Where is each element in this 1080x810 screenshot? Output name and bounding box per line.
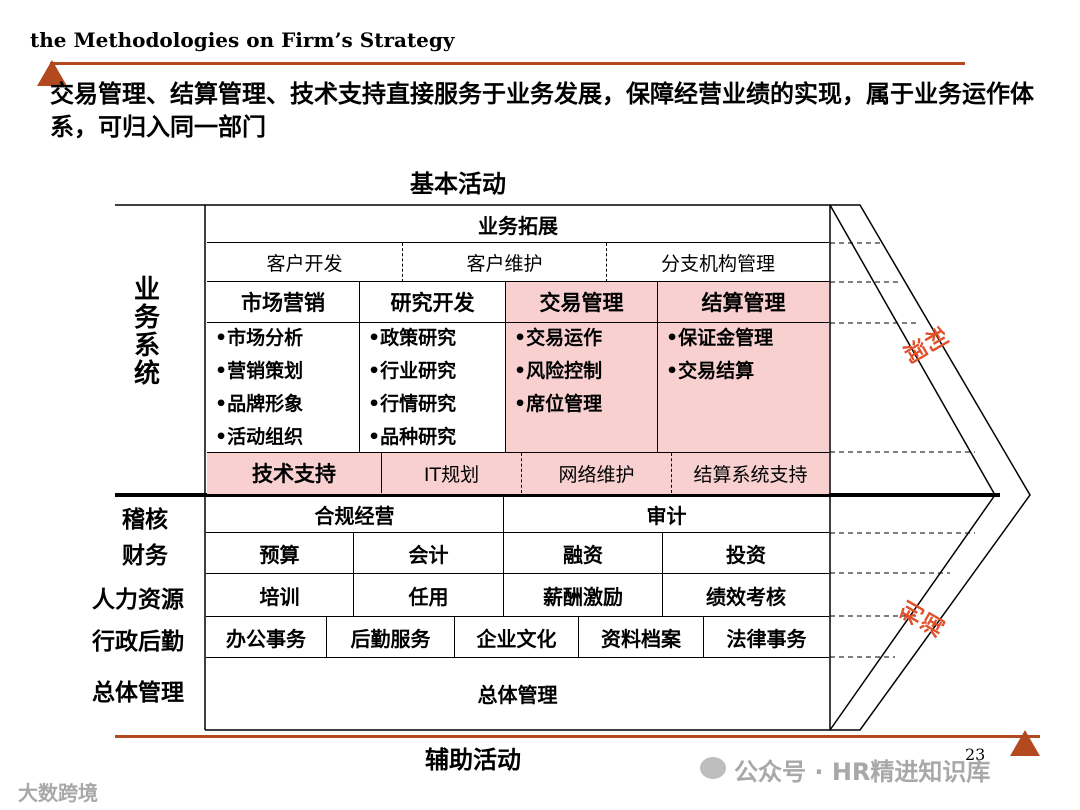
list-item: •品种研究 [368,426,457,448]
column-items: •政策研究 •行业研究 •行情研究 •品种研究 [368,322,456,454]
support-cell: 法律事务 [704,617,829,658]
column-trading: 交易管理 •交易运作 •风险控制 •席位管理 [506,282,658,452]
business-title: 业务拓展 [207,206,829,243]
support-cell: 企业文化 [455,617,579,658]
list-item: •保证金管理 [666,327,774,349]
watermark-right: 公众号 · HR精进知识库 [734,758,991,786]
support-cell: 培训 [206,574,354,617]
support-cell: 办公事务 [206,617,327,658]
support-cell: 投资 [663,533,829,574]
row-label-audit: 稽核 [122,507,168,533]
list-item: •政策研究 [368,327,457,349]
support-cell: 任用 [354,574,504,617]
row-label-management: 总体管理 [92,680,184,706]
column-items: •交易运作 •风险控制 •席位管理 [514,322,602,421]
column-title: 交易管理 [506,282,657,323]
support-cell: 绩效考核 [663,574,829,617]
wechat-icon [700,757,726,779]
watermark-left: 大数跨境 [18,781,98,805]
list-item: •品牌形象 [215,393,304,415]
support-cell: 审计 [504,497,829,533]
row-label-admin: 行政后勤 [92,629,184,655]
triangle-marker-icon [1010,730,1040,756]
column-title: 市场营销 [207,282,359,323]
top-label: 基本活动 [410,170,506,198]
tech-support-title: 技术支持 [207,453,382,493]
support-cell: 合规经营 [206,497,504,533]
list-item: •交易运作 [514,327,603,349]
tech-support-item: 结算系统支持 [693,463,808,486]
column-items: •保证金管理 •交易结算 [666,322,773,388]
support-cell: 薪酬激励 [504,574,663,617]
list-item: •风险控制 [514,360,603,382]
header-rule [50,62,965,65]
triangle-marker-icon [37,60,67,86]
column-marketing: 市场营销 •市场分析 •营销策划 •品牌形象 •活动组织 [207,282,360,452]
list-item: •营销策划 [215,360,304,382]
support-cell: 资料档案 [579,617,704,658]
bottom-label: 辅助活动 [425,746,521,774]
support-cell: 会计 [354,533,504,574]
column-settlement: 结算管理 •保证金管理 •交易结算 [658,282,829,452]
support-cell: 后勤服务 [327,617,455,658]
subtitle: 交易管理、结算管理、技术支持直接服务于业务发展，保障经营业绩的实现，属于业务运作… [50,80,1034,141]
page-number: 23 [965,745,986,764]
row-label-hr: 人力资源 [92,587,184,613]
support-cell: 预算 [206,533,354,574]
column-research: 研究开发 •政策研究 •行业研究 •行情研究 •品种研究 [360,282,506,452]
tech-support-item: IT规划 [382,453,522,493]
tech-support-row: 技术支持 IT规划 网络维护 结算系统支持 [207,452,829,494]
column-title: 结算管理 [658,282,829,323]
column-title: 研究开发 [360,282,505,323]
list-item: •行情研究 [368,393,457,415]
sub-item: 客户维护 [403,243,607,282]
sub-item: 客户开发 [207,243,403,282]
header-title: the Methodologies on Firm’s Strategy [30,28,455,52]
footer-rule [115,735,1040,738]
support-cell: 融资 [504,533,663,574]
sub-item: 分支机构管理 [607,243,829,282]
row-label-finance: 财务 [122,543,168,569]
column-items: •市场分析 •营销策划 •品牌形象 •活动组织 [215,322,303,454]
support-cell: 总体管理 [477,683,558,707]
list-item: •市场分析 [215,327,304,349]
tech-support-item: 网络维护 [522,453,672,493]
list-item: •行业研究 [368,360,457,382]
business-side-label: 业务系统 [133,275,160,389]
list-item: •活动组织 [215,426,304,448]
list-item: •席位管理 [514,393,603,415]
list-item: •交易结算 [666,360,755,382]
